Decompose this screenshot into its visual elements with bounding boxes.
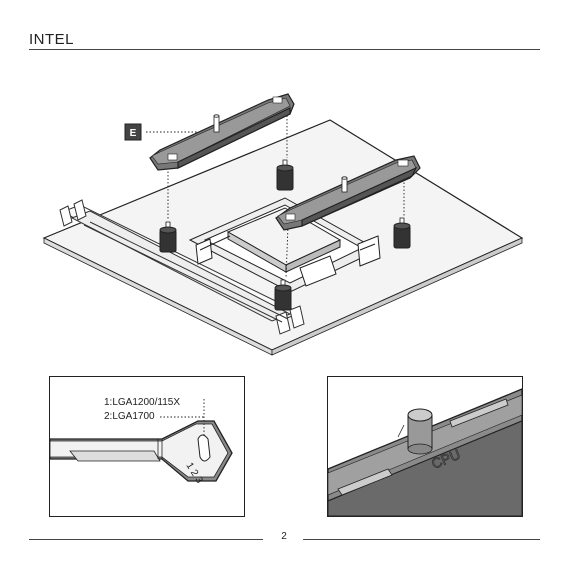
option-lga1700-label: 2:LGA1700 xyxy=(104,411,155,422)
cpu-marking-drawing: CPU xyxy=(328,377,522,516)
motherboard-illustration: E xyxy=(0,0,567,370)
page-number: 2 xyxy=(276,531,292,542)
inset-bracket-slot-detail: 1:LGA1200/115X 2:LGA1700 1 2 3 xyxy=(49,376,245,517)
inset-cpu-marking-detail: CPU xyxy=(327,376,523,517)
bracket-slot-drawing: 1:LGA1200/115X 2:LGA1700 1 2 3 xyxy=(50,377,244,516)
step-badge: E xyxy=(125,124,141,140)
footer-divider-right xyxy=(303,539,540,540)
step-badge-label: E xyxy=(130,128,137,139)
option-lga1200-label: 1:LGA1200/115X xyxy=(104,397,180,408)
footer-divider-left xyxy=(29,539,263,540)
